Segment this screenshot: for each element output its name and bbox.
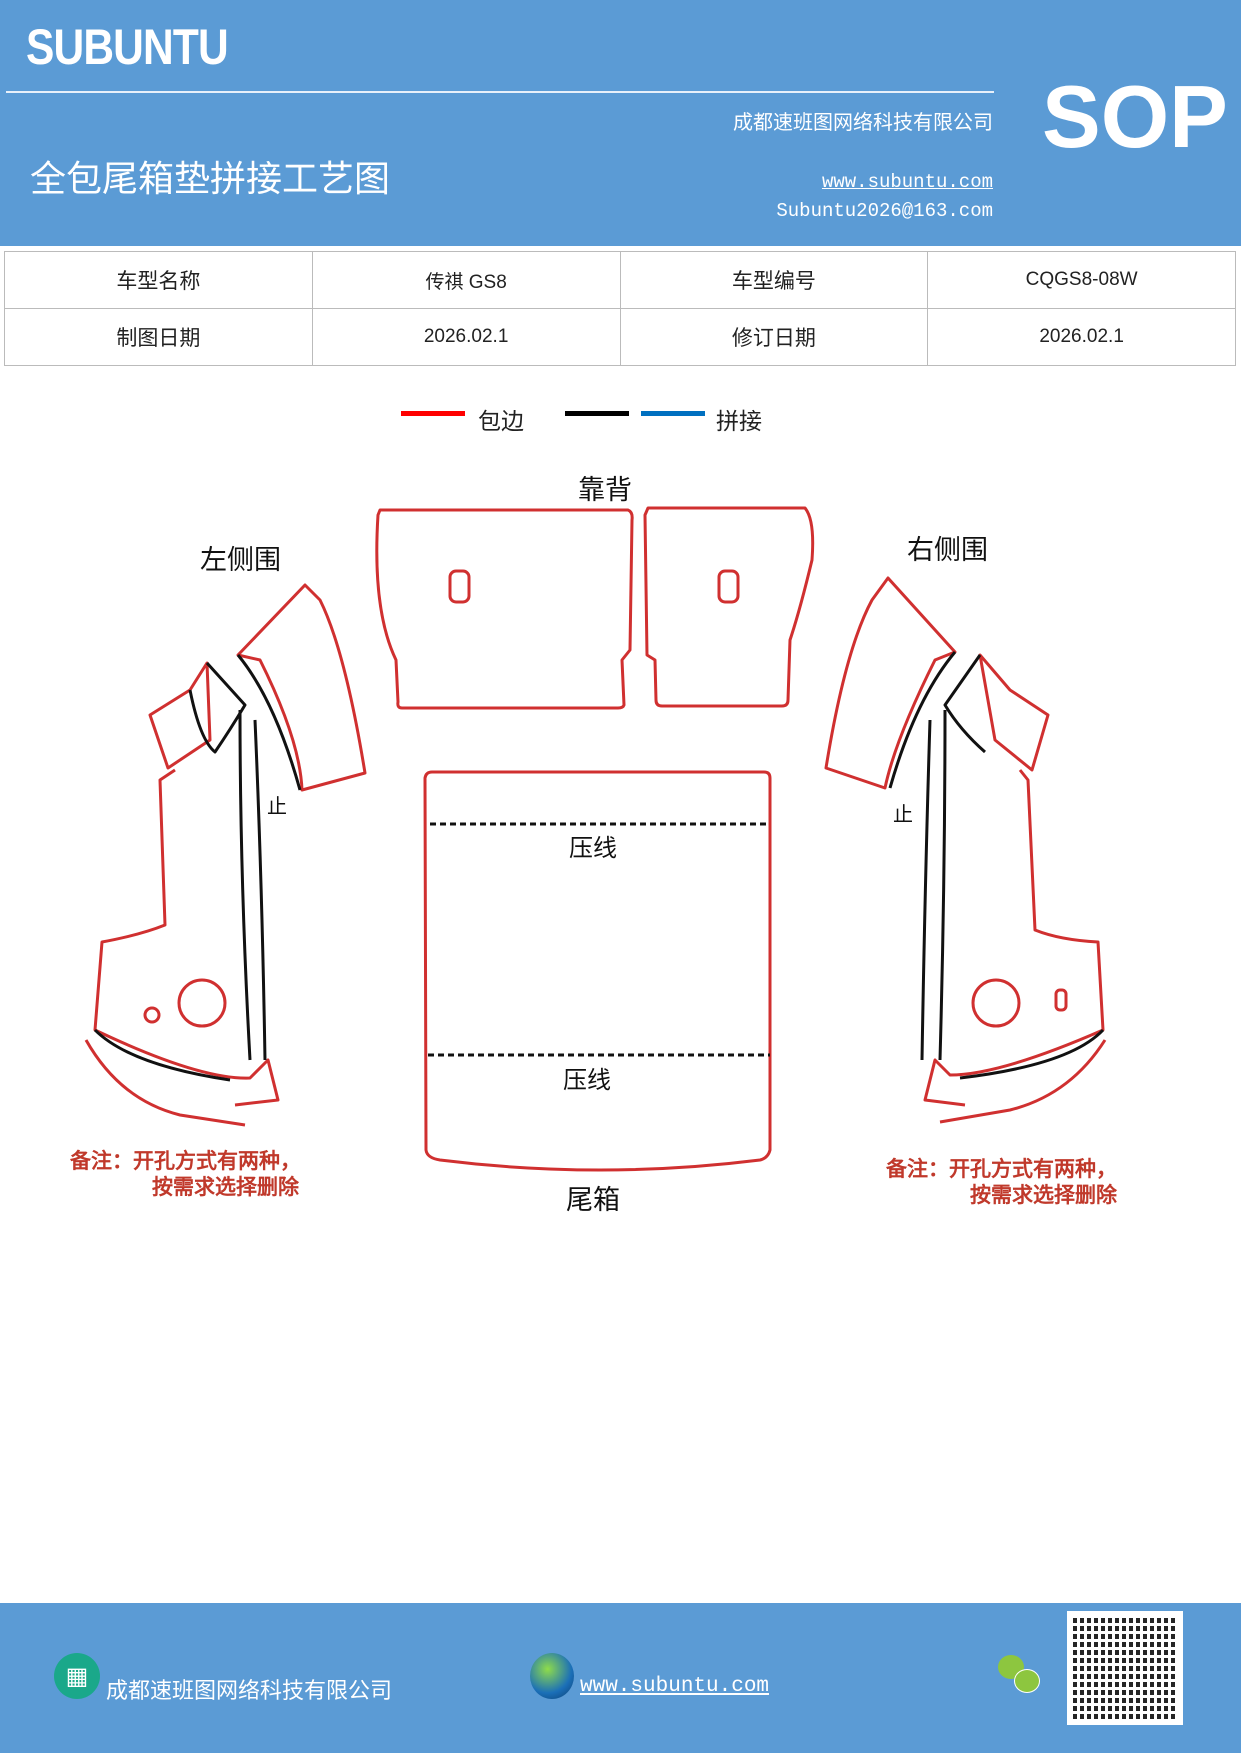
- note-line: 备注：开孔方式有两种，: [70, 1149, 301, 1173]
- hole: [717, 569, 740, 604]
- backrest-right-panel: [643, 506, 815, 708]
- info-table: 车型名称 传祺 GS8 车型编号 CQGS8-08W 制图日期 2026.02.…: [4, 251, 1236, 366]
- label-left-side: 左侧围: [200, 545, 281, 576]
- website-link[interactable]: www.subuntu.com: [821, 171, 993, 193]
- label-stop: 止: [893, 802, 913, 826]
- header: SUBUNTU SOP 成都速班图网络科技有限公司 全包尾箱垫拼接工艺图 www…: [0, 0, 1241, 246]
- legend: 包边 拼接: [0, 402, 1241, 442]
- seam-line: [888, 651, 1105, 1080]
- vent-icon: [177, 978, 227, 1028]
- hole: [448, 569, 471, 604]
- label-cell: 车型名称: [4, 251, 313, 309]
- sop-badge: SOP: [1042, 67, 1228, 166]
- value-cell: 传祺 GS8: [311, 251, 621, 309]
- label-cell: 修订日期: [619, 308, 929, 366]
- wechat-icon: [998, 1653, 1042, 1693]
- value-cell: CQGS8-08W: [927, 251, 1236, 309]
- label-trunk: 尾箱: [566, 1185, 620, 1216]
- note-right: 备注：开孔方式有两种， 按需求选择删除: [886, 1156, 1117, 1208]
- label-press-line: 压线: [569, 834, 617, 862]
- divider: [6, 91, 994, 93]
- note-line: 按需求选择删除: [152, 1175, 299, 1199]
- legend-label: 拼接: [716, 409, 762, 435]
- legend-swatch-black: [565, 411, 629, 416]
- hole: [143, 1006, 161, 1024]
- hole: [1054, 988, 1068, 1012]
- note-left: 备注：开孔方式有两种， 按需求选择删除: [70, 1148, 301, 1200]
- backrest-left-panel: [375, 508, 634, 710]
- note-line: 备注：开孔方式有两种，: [886, 1157, 1117, 1181]
- table-row: 制图日期 2026.02.1 修订日期 2026.02.1: [4, 308, 1236, 366]
- legend-swatch-blue: [641, 411, 705, 416]
- trunk-panel: [423, 770, 772, 1172]
- qr-code[interactable]: [1067, 1611, 1183, 1725]
- label-stop: 止: [267, 794, 287, 818]
- email: Subuntu2026@163.com: [776, 200, 993, 222]
- page-title: 全包尾箱垫拼接工艺图: [30, 159, 391, 200]
- building-icon: ▦: [54, 1653, 100, 1699]
- left-side-panel: [93, 583, 367, 1107]
- table-row: 车型名称 传祺 GS8 车型编号 CQGS8-08W: [4, 251, 1236, 309]
- value-cell: 2026.02.1: [927, 308, 1236, 366]
- trunk-mat-diagram: [84, 506, 1107, 1172]
- label-cell: 制图日期: [4, 308, 313, 366]
- footer-website-link[interactable]: www.subuntu.com: [580, 1675, 770, 1698]
- footer-company: 成都速班图网络科技有限公司: [106, 1679, 393, 1704]
- label-press-line: 压线: [563, 1066, 611, 1094]
- footer: ▦ 成都速班图网络科技有限公司 www.subuntu.com: [0, 1603, 1241, 1753]
- globe-icon: [530, 1653, 574, 1699]
- label-right-side: 右侧围: [907, 535, 988, 566]
- note-line: 按需求选择删除: [970, 1183, 1117, 1207]
- legend-label: 包边: [478, 409, 524, 435]
- vent-icon: [971, 978, 1021, 1028]
- legend-swatch-red: [401, 411, 465, 416]
- value-cell: 2026.02.1: [311, 308, 621, 366]
- right-lower-flap: [939, 1039, 1107, 1124]
- label-cell: 车型编号: [619, 251, 929, 309]
- brand-logo: SUBUNTU: [26, 19, 229, 75]
- company-name: 成都速班图网络科技有限公司: [733, 110, 993, 134]
- seam-line: [93, 654, 302, 1082]
- right-side-panel: [824, 576, 1105, 1107]
- left-lower-flap: [84, 1039, 246, 1127]
- label-backrest: 靠背: [578, 475, 632, 506]
